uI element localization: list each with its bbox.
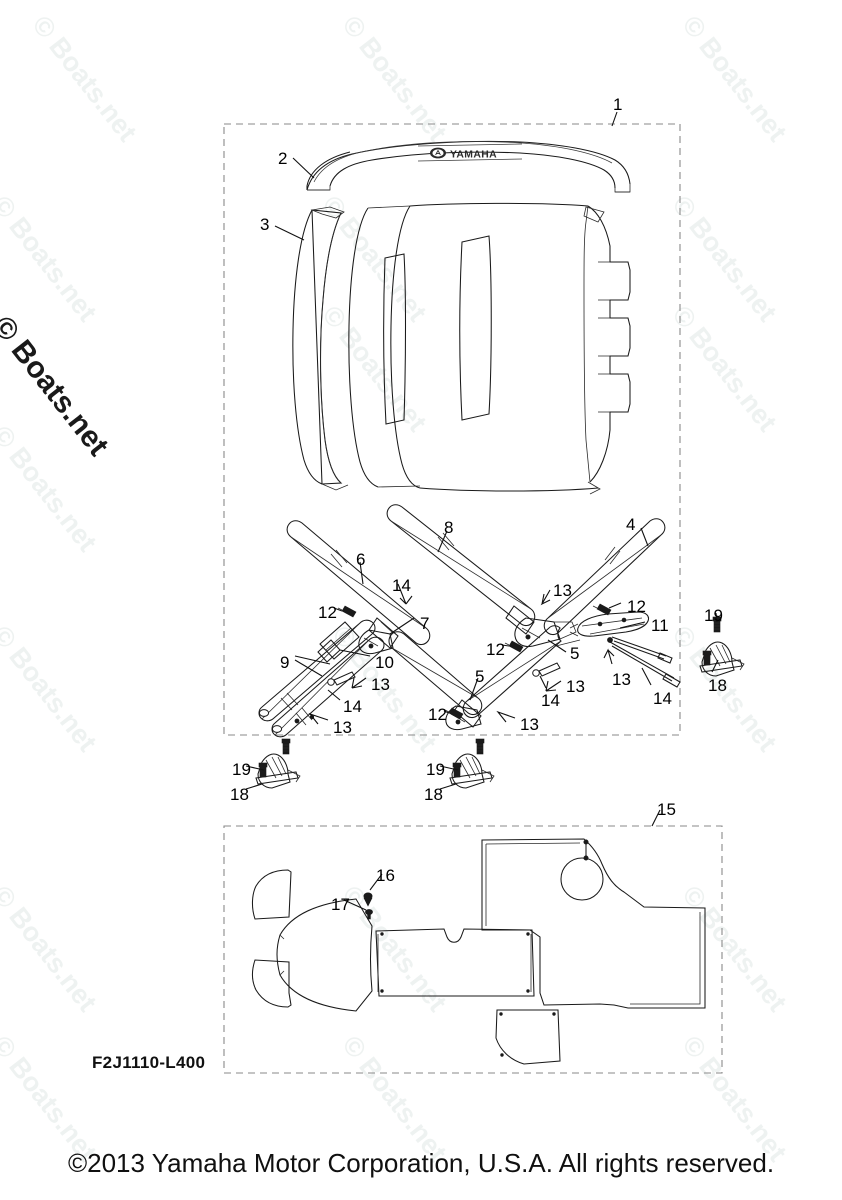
callout-19c: 19 — [704, 606, 723, 625]
support-strut-pair — [258, 619, 385, 738]
callout-8: 8 — [444, 518, 454, 537]
callout-15: 15 — [657, 800, 676, 819]
mount-bracket-center — [449, 738, 495, 789]
callout-13f: 13 — [612, 670, 631, 689]
svg-text:YAMAHA: YAMAHA — [450, 150, 497, 161]
callout-6: 6 — [356, 550, 366, 569]
callout-12b: 12 — [486, 640, 505, 659]
callout-13d: 13 — [566, 677, 585, 696]
screw-12-c — [444, 707, 464, 720]
callout-13e: 13 — [553, 581, 572, 600]
callout-17: 17 — [331, 895, 350, 914]
frame-joint-upper-left — [358, 629, 394, 655]
callout-12a: 12 — [318, 603, 337, 622]
callout-19a: 19 — [232, 760, 251, 779]
callout-1: 1 — [613, 95, 623, 114]
leader-lines — [245, 111, 719, 911]
frame-tube-center — [386, 504, 536, 635]
callout-3: 3 — [260, 215, 270, 234]
callout-18c: 18 — [708, 676, 727, 695]
callout-14d: 14 — [653, 689, 672, 708]
copyright-footer: ©2013 Yamaha Motor Corporation, U.S.A. A… — [67, 1148, 775, 1178]
callout-14a: 14 — [392, 576, 411, 595]
frame-tube-right-lower — [462, 625, 562, 719]
callout-13b: 13 — [371, 675, 390, 694]
bracket-screw-left — [281, 738, 291, 755]
canopy-fabric — [292, 202, 631, 495]
callout-7: 7 — [420, 614, 430, 633]
bracket-screw-center — [475, 738, 485, 755]
callout-9: 9 — [280, 653, 290, 672]
callout-18a: 18 — [230, 785, 249, 804]
canopy-assembly-box — [223, 123, 681, 736]
bracket-screw-right-2 — [702, 650, 712, 666]
callout-12c: 12 — [428, 705, 447, 724]
snap-stud — [365, 909, 373, 920]
callout-14b: 14 — [343, 697, 362, 716]
diagram-part-number: F2J1110-L400 — [92, 1053, 206, 1072]
frame-tube-left — [286, 520, 431, 649]
frame-tube-right — [543, 518, 666, 636]
canopy-bow-trim: YAMAHA — [306, 140, 631, 193]
frame-joint-lower-right — [514, 617, 581, 647]
callout-10: 10 — [375, 653, 394, 672]
callout-2: 2 — [278, 149, 288, 168]
screw-12-a — [337, 605, 357, 618]
screw-12-d — [592, 603, 612, 616]
cover-assembly-box — [223, 825, 723, 1074]
callout-13a: 13 — [333, 718, 352, 737]
snap-fastener — [363, 892, 373, 907]
callout-4: 4 — [626, 515, 636, 534]
callout-18b: 18 — [424, 785, 443, 804]
bolt-14-c — [532, 662, 561, 677]
frame-tube-left-lower — [388, 631, 483, 728]
callout-11: 11 — [651, 616, 669, 635]
yamaha-badge: YAMAHA — [417, 143, 523, 162]
hardware-bundle — [569, 611, 681, 688]
callout-13c: 13 — [520, 715, 539, 734]
mount-bracket-left — [255, 738, 301, 789]
callout-19b: 19 — [426, 760, 445, 779]
callout-5b: 5 — [570, 644, 580, 663]
callout-5a: 5 — [475, 667, 485, 686]
screw-12-b — [504, 640, 524, 653]
callout-12d: 12 — [627, 597, 646, 616]
bracket-screw-left-2 — [258, 762, 268, 778]
mount-bracket-right — [699, 616, 745, 677]
bracket-screw-center-2 — [452, 762, 462, 778]
cover-assembly — [251, 838, 706, 1065]
callout-16: 16 — [376, 866, 395, 885]
callout-14c: 14 — [541, 691, 560, 710]
